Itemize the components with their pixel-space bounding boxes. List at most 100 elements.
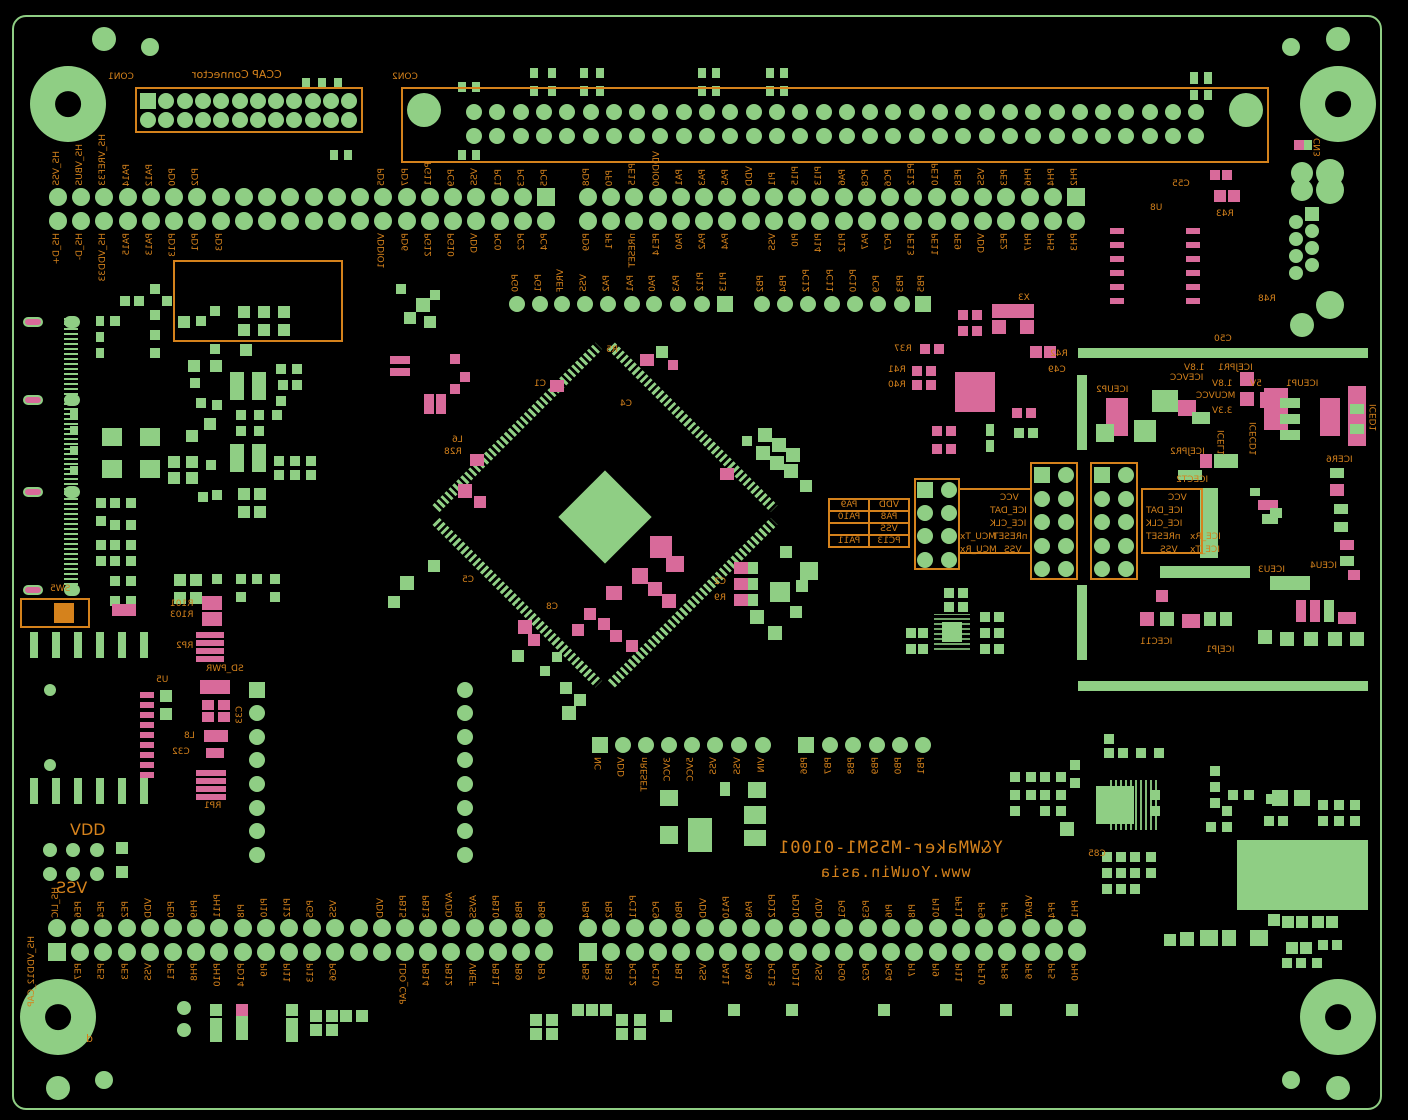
smd-pad xyxy=(140,772,154,778)
bottom-header-pin xyxy=(256,919,275,937)
top-header-pin xyxy=(1067,188,1086,206)
smd-pad xyxy=(1258,630,1272,644)
smd-pad xyxy=(540,666,550,676)
pin-label: PD10 xyxy=(791,894,802,918)
ice-pin xyxy=(1034,561,1050,577)
top-header-pin xyxy=(834,188,853,206)
top-header-pin xyxy=(234,188,253,206)
cell: PA11 xyxy=(829,535,869,547)
smd-pad xyxy=(1332,940,1342,950)
ice-pin xyxy=(1118,561,1134,577)
smd-pad xyxy=(1078,348,1368,358)
con1-pin xyxy=(213,112,230,128)
ice-pin xyxy=(941,552,957,568)
smd-pad xyxy=(110,576,120,586)
smd-pad xyxy=(430,290,440,300)
smd-pad xyxy=(994,644,1004,654)
con2-pin xyxy=(489,128,506,144)
pin xyxy=(43,843,57,857)
smd-pad xyxy=(980,644,990,654)
smd-pad xyxy=(102,428,122,446)
smd-pad xyxy=(546,1014,558,1026)
smd-pad xyxy=(574,694,586,706)
con1-outline xyxy=(135,87,363,133)
pin-label: PG2 xyxy=(861,963,872,982)
smd-pad xyxy=(932,426,942,436)
smd-pad xyxy=(252,372,266,400)
ice-signal-nreset: nRESET xyxy=(993,532,1028,542)
pin-label: PC2 xyxy=(516,233,527,251)
con2-pin xyxy=(745,128,762,144)
pin-label: PA8 xyxy=(745,901,756,918)
smd-pad xyxy=(800,480,812,492)
pin-label: PB3 xyxy=(605,963,616,981)
bottom-header-pin xyxy=(512,943,530,961)
smd-pad xyxy=(1110,270,1124,276)
r103-label: R103 xyxy=(170,610,194,620)
v5-label: 5V xyxy=(1250,379,1262,389)
bottom-header-pin xyxy=(303,919,322,937)
ice-pin xyxy=(1094,467,1110,483)
smd-pad xyxy=(1334,800,1344,810)
sd-pwr-label: SD_PWR xyxy=(206,664,244,674)
pin-label: PA14 xyxy=(121,163,132,186)
smd-pad xyxy=(96,540,106,550)
smd-pad xyxy=(1280,398,1300,408)
power-header-pin xyxy=(822,737,838,753)
bottom-header-pin xyxy=(1021,919,1040,937)
smd-pad xyxy=(1310,600,1320,622)
ice-pin xyxy=(1094,490,1110,507)
bottom-header-pin xyxy=(349,919,368,937)
smd-pad xyxy=(196,640,224,646)
smd-pad xyxy=(238,324,250,336)
smd-pad xyxy=(748,562,758,574)
column-pin xyxy=(249,752,265,768)
pin-label: PD2 xyxy=(191,167,202,186)
smd-pad xyxy=(424,394,434,404)
con2-pin xyxy=(652,128,669,144)
smd-pad xyxy=(254,410,264,420)
con2-pin xyxy=(862,128,879,144)
top-header-pin xyxy=(1020,212,1039,230)
bottom-header-pin xyxy=(280,919,298,937)
ice-signal-dat: ICE_DAT xyxy=(990,506,1027,516)
top-header-pin xyxy=(648,188,667,206)
r48-label: R48 xyxy=(1258,294,1276,304)
usb-pad xyxy=(1291,179,1313,201)
c85-label: C85 xyxy=(1088,849,1106,859)
pin xyxy=(1290,313,1314,337)
smd-pad xyxy=(958,310,968,320)
bottom-header-pin xyxy=(765,919,784,937)
pin xyxy=(1289,249,1303,263)
mid-header-pin xyxy=(824,296,840,312)
smd-pad xyxy=(1178,470,1202,480)
smd-pad xyxy=(1130,884,1140,894)
con1-pin xyxy=(304,93,321,109)
smd-pad xyxy=(1350,424,1364,434)
pin-label: PH0 xyxy=(1071,963,1082,981)
bottom-header-pin xyxy=(535,943,554,961)
smd-pad xyxy=(292,380,302,390)
bottom-header-pin xyxy=(396,943,414,961)
smd-pad xyxy=(606,586,622,600)
pin-label: PD13 xyxy=(168,233,179,257)
ice-pin xyxy=(1034,514,1050,530)
smd-pad xyxy=(1190,72,1198,84)
con2-pin xyxy=(699,104,715,120)
smd-pad xyxy=(562,706,576,720)
smd-pad xyxy=(212,400,222,410)
con2-label: CON2 xyxy=(392,72,418,82)
top-header-pin xyxy=(95,212,114,230)
top-header-pin xyxy=(281,212,300,230)
pin-label: PB14 xyxy=(422,963,433,987)
smd-pad xyxy=(1200,454,1212,468)
c55-label: C55 xyxy=(1172,179,1190,189)
top-header-pin xyxy=(1043,188,1062,206)
top-header-pin xyxy=(467,212,486,230)
smd-pad xyxy=(1056,790,1066,800)
smd-pad xyxy=(1104,734,1114,744)
ice-pin xyxy=(1118,467,1134,483)
smd-pad xyxy=(796,580,808,592)
smd-pad xyxy=(274,470,284,480)
sw5-label: SW5 xyxy=(50,584,71,594)
